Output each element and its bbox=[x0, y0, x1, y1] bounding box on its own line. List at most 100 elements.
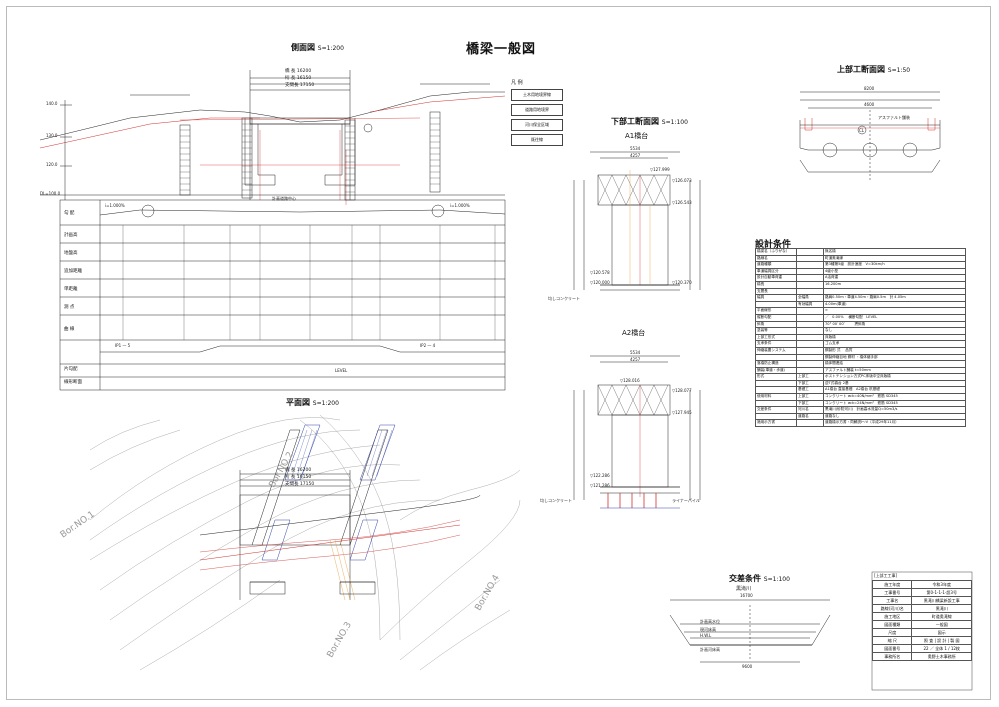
condition-cell-s bbox=[796, 419, 824, 428]
condition-cell-k: 車道幅員区分 bbox=[755, 267, 797, 276]
row-label: 地盤高 bbox=[64, 251, 78, 256]
cross-level: 計画河床高 bbox=[700, 647, 720, 652]
condition-cell-s: 下部工 bbox=[796, 399, 824, 408]
title-block-cell: 令和3年度 bbox=[911, 580, 972, 589]
level-text: LEVEL bbox=[335, 368, 348, 373]
condition-cell-s: 上部工 bbox=[796, 373, 824, 381]
condition-cell-v: A1橋台 直接基礎 A2橋台 杭基礎 bbox=[823, 386, 966, 395]
condition-cell-v: 道路橋示方書・同解説Ⅰ〜Ⅴ（平成29年11月） bbox=[823, 419, 966, 428]
condition-cell-k: 設計自動車荷重 bbox=[755, 274, 797, 282]
condition-row: 伸縮装置システム鋼製形 式 品質 bbox=[755, 346, 966, 355]
a1-level: ▽126.073 bbox=[672, 178, 692, 183]
row-label: 線形断面 bbox=[64, 380, 82, 385]
condition-cell-v: A活荷重 bbox=[823, 274, 966, 282]
condition-cell-k bbox=[755, 300, 797, 309]
condition-cell-k: 交差条件 bbox=[755, 406, 797, 414]
condition-cell-k: 平面線形 bbox=[755, 307, 797, 315]
condition-cell-s bbox=[796, 313, 824, 322]
title-block-cell: 縮 尺 bbox=[871, 636, 913, 645]
condition-cell-s bbox=[796, 248, 824, 256]
condition-cell-s bbox=[796, 307, 824, 315]
superstructure-drawing bbox=[799, 91, 941, 180]
a1-level: ▽127.999 bbox=[650, 167, 670, 172]
condition-row: 交差条件河川名黒滝川(砂防河川) 計画高水流量Q=50m3/s bbox=[755, 406, 966, 414]
condition-cell-k bbox=[755, 379, 797, 388]
condition-cell-s bbox=[796, 360, 824, 368]
row-label: 単距離 bbox=[64, 287, 78, 292]
title-block: [上部工工事] 施工年度令和3年度工事番号第0-1-1-1-設3号工事名黒滝川橋… bbox=[871, 572, 972, 661]
title-block-row: 事務所名奥野土木事務所 bbox=[871, 652, 972, 661]
a2-level: ▽127.945 bbox=[672, 410, 692, 415]
condition-cell-v: ゴム支承 bbox=[823, 340, 966, 348]
condition-row: 使用材料上部工コンクリート σck=40N/mm² 鉄筋 SD345 bbox=[755, 393, 966, 401]
condition-cell-k bbox=[755, 353, 797, 362]
condition-cell-s bbox=[796, 280, 824, 289]
super-cl: CL bbox=[859, 128, 865, 133]
side-view bbox=[39, 70, 506, 205]
condition-cell-s bbox=[796, 287, 824, 296]
title-block-cell: 施工年度 bbox=[871, 580, 913, 589]
title-block-cell: 第0-1-1-1-設3号 bbox=[911, 588, 972, 597]
condition-cell-k: 使用材料 bbox=[755, 393, 797, 401]
condition-cell-v: 無名橋 bbox=[823, 248, 966, 256]
title-block-cell: 一般図 bbox=[911, 620, 972, 629]
legend-item: 土木用地境界線 bbox=[511, 89, 563, 101]
condition-cell-k: 道路種類 bbox=[755, 261, 797, 269]
legend-item: 河川保全区域 bbox=[511, 119, 563, 131]
cross-level: 計画高水位 bbox=[700, 619, 720, 624]
condition-cell-v: コンクリート σck=40N/mm² 鉄筋 SD345 bbox=[823, 393, 966, 401]
cross-level: H.W.L bbox=[700, 633, 712, 638]
condition-cell-v: ∞ bbox=[823, 307, 966, 315]
condition-cell-v: なし bbox=[823, 327, 966, 335]
condition-cell-k: 支間長 bbox=[755, 287, 797, 296]
condition-row: 上部工形式床版橋 bbox=[755, 333, 966, 342]
condition-cell-v: 4.00m(車道) bbox=[823, 300, 966, 309]
a2-abutment-drawing bbox=[573, 355, 701, 509]
condition-cell-k: 橋梁名（ふりがな） bbox=[755, 248, 797, 256]
cross-base: 9600 bbox=[742, 664, 753, 669]
plan-view bbox=[89, 414, 521, 671]
condition-cell-s bbox=[796, 320, 824, 329]
design-conditions-table: 橋梁名（ふりがな）無名橋路線名町道奥滝線道路種類第3種第5級 設計速度 V=30… bbox=[755, 248, 966, 428]
side-level-1: 140.0 bbox=[46, 101, 58, 106]
condition-cell-s bbox=[796, 346, 824, 355]
a2-width: 5534 bbox=[630, 350, 641, 355]
a1-width: 5534 bbox=[630, 146, 641, 151]
condition-cell-k: 幅員 bbox=[755, 294, 797, 302]
a1-inner: 4257 bbox=[630, 153, 641, 158]
condition-row: 橋梁名（ふりがな） 無名橋 bbox=[755, 248, 966, 256]
condition-cell-v: 70° 00′ 00″ 摂斜角 bbox=[823, 320, 966, 329]
title-block-cell: 工事名 bbox=[871, 596, 913, 605]
condition-cell-v: 路肩0.50m・車道4.50m・路肩0.5m 計 4.05m bbox=[823, 294, 966, 302]
condition-cell-k bbox=[755, 399, 797, 408]
condition-row: 設計自動車荷重 A活荷重 bbox=[755, 274, 966, 282]
design-conditions-title: 設計条件 bbox=[755, 240, 792, 250]
condition-row: 縦断勾配／ 0.00% 横断勾配 LEVEL bbox=[755, 313, 966, 322]
a1-abutment-drawing bbox=[573, 151, 701, 291]
condition-cell-v: 逆T式橋台 2基 bbox=[823, 379, 966, 388]
title-block-row: 縮 尺照 査 | 設 計 | 製 図 bbox=[871, 636, 972, 645]
title-block-row: 工事名黒滝川橋梁新設工事 bbox=[871, 596, 972, 605]
condition-cell-s: 下部工 bbox=[796, 379, 824, 388]
a2-level: ▽128.016 bbox=[620, 378, 640, 383]
title-block-cell: 工事番号 bbox=[871, 588, 913, 597]
condition-cell-v: 床版橋 bbox=[823, 333, 966, 342]
condition-cell-s bbox=[796, 366, 824, 375]
super-total-width: 8200 bbox=[864, 86, 875, 91]
drawing-sheet bbox=[6, 6, 991, 700]
a2-level: ▽128.077 bbox=[672, 388, 692, 393]
a2-concrete-note: 均しコンクリート bbox=[540, 498, 572, 503]
title-block-cell: 尺度 bbox=[871, 628, 913, 637]
condition-cell-k: 縦断勾配 bbox=[755, 313, 797, 322]
condition-cell-s: 道路名 bbox=[796, 412, 824, 421]
condition-cell-k: 橋長 bbox=[755, 280, 797, 289]
row-label: 追加距離 bbox=[64, 269, 82, 274]
condition-cell-s bbox=[796, 254, 824, 263]
condition-cell-v: 鋼製形 式 品質 bbox=[823, 346, 966, 355]
title-block-cell: 黒滝川橋梁新設工事 bbox=[911, 596, 972, 605]
title-block-cell: 図面番号 bbox=[871, 644, 913, 653]
